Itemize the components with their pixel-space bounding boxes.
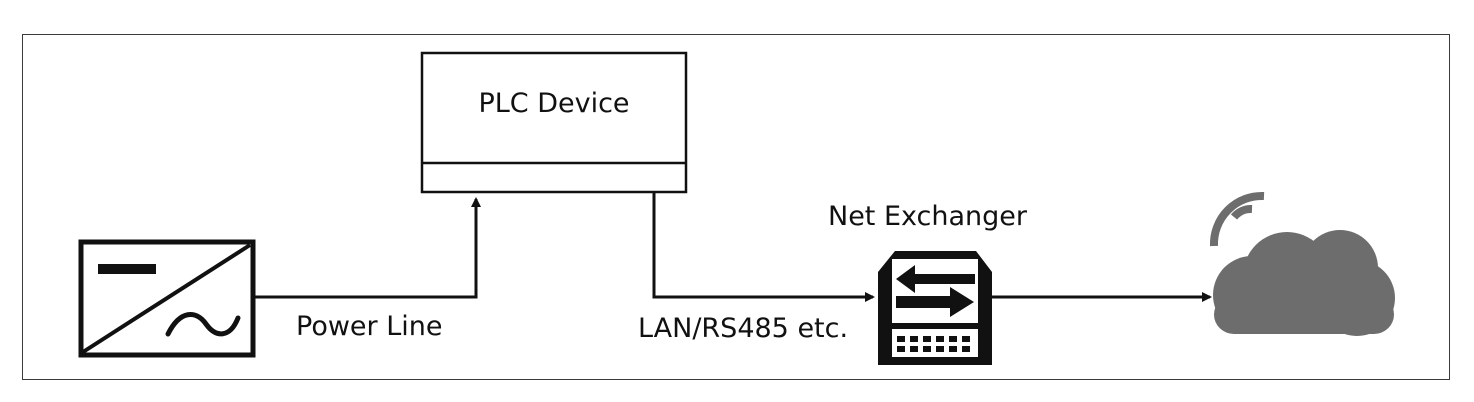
net-exchanger-label: Net Exchanger <box>828 201 1028 232</box>
network-switch-icon <box>878 251 992 365</box>
inverter-icon <box>78 239 256 358</box>
plc-device-label: PLC Device <box>478 88 630 119</box>
diagram-frame <box>22 34 1450 380</box>
power-line-label: Power Line <box>296 311 443 342</box>
power-line-connector <box>255 197 481 299</box>
plc-device-box <box>420 51 688 194</box>
wireless-signal-icon <box>1209 191 1265 247</box>
cloud-icon <box>1213 230 1395 336</box>
lan-label: LAN/RS485 etc. <box>638 313 849 344</box>
lan-connector <box>652 192 875 302</box>
